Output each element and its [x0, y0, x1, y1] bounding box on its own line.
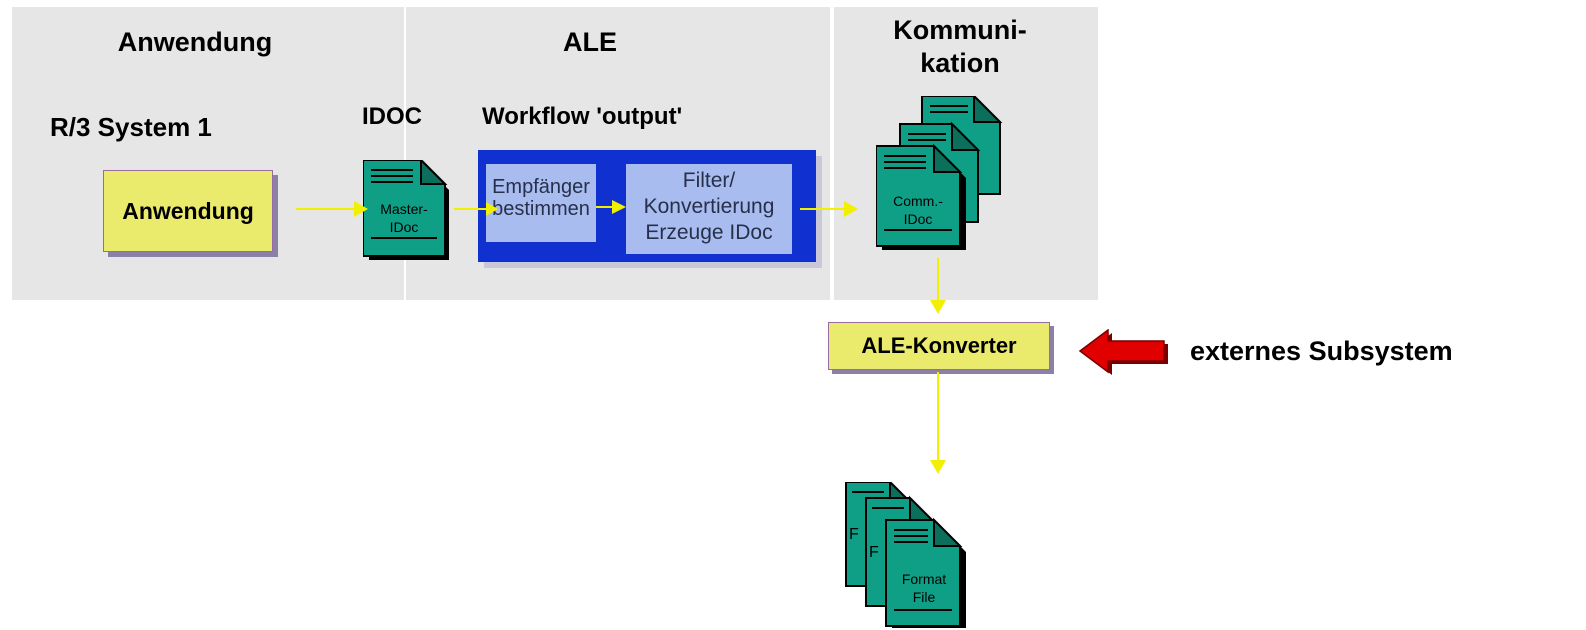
workflow-label: Workflow 'output': [482, 103, 683, 130]
comm-idoc-line1: Comm.-: [893, 193, 943, 209]
comm-idoc-text: Comm.- IDoc: [876, 192, 960, 228]
workflow-step-recipients[interactable]: Empfänger bestimmen: [486, 164, 596, 242]
system-label: R/3 System 1: [50, 112, 212, 142]
header-ale: ALE: [563, 27, 617, 57]
document-stack-icon: [876, 96, 1003, 250]
master-idoc-text: Master- IDoc: [363, 200, 445, 236]
arrow-head-converter: [930, 300, 946, 314]
comm-idoc-stack[interactable]: Comm.- IDoc: [876, 96, 1010, 252]
format-file-line1: Format: [901, 571, 947, 587]
document-icon: [363, 160, 449, 260]
external-arrow-icon: [1078, 329, 1168, 375]
header-application: Anwendung: [117, 27, 273, 57]
master-idoc-document[interactable]: Master- IDoc: [363, 160, 455, 264]
format-file-stack[interactable]: F F Format File: [840, 482, 972, 628]
ale-converter-label: ALE-Konverter: [861, 333, 1017, 358]
format-file-line2: File: [912, 589, 936, 605]
external-subsystem-label: externes Subsystem: [1190, 336, 1453, 366]
application-box-label: Anwendung: [122, 197, 254, 224]
idoc-label: IDOC: [362, 103, 422, 130]
header-communication: Kommuni- kation: [893, 15, 1027, 78]
master-idoc-line1: Master-: [380, 201, 428, 217]
document-stack-icon: [845, 482, 966, 628]
format-back-letter-1: F: [849, 526, 859, 543]
comm-idoc-line2: IDoc: [903, 211, 933, 227]
format-back-letter-2: F: [869, 544, 879, 561]
application-box[interactable]: Anwendung: [103, 170, 273, 252]
workflow-step-filter-text: Filter/ Konvertierung Erzeuge IDoc: [643, 169, 775, 244]
workflow-step-filter[interactable]: Filter/ Konvertierung Erzeuge IDoc: [626, 164, 792, 254]
workflow-step-recipients-text: Empfänger bestimmen: [492, 176, 590, 220]
ale-converter-box[interactable]: ALE-Konverter: [828, 322, 1050, 370]
format-file-text: Format File: [886, 570, 962, 606]
arrow-head-file: [930, 460, 946, 474]
master-idoc-line2: IDoc: [389, 219, 419, 235]
